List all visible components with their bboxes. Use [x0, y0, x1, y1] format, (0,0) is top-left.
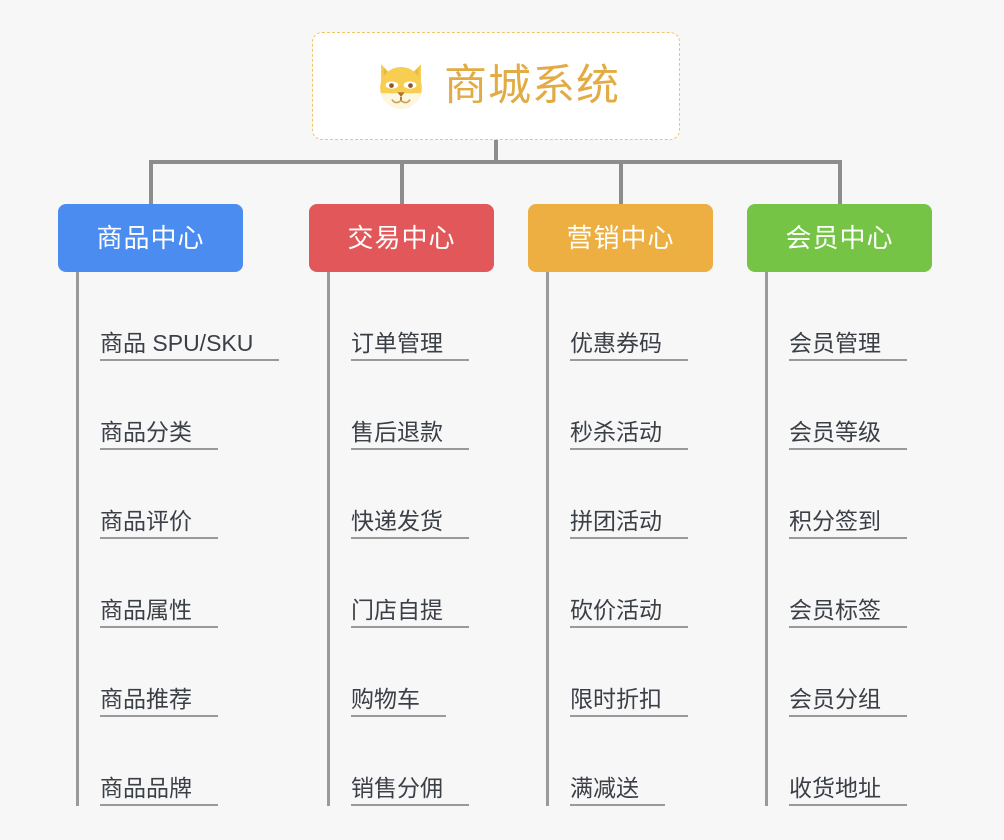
- leaf-item[interactable]: 会员分组: [765, 628, 1004, 717]
- leaf-label: 快递发货: [351, 509, 469, 539]
- category-label: 会员中心: [785, 223, 894, 253]
- leaf-label: 会员分组: [789, 687, 907, 717]
- leaf-label: 满减送: [570, 776, 665, 806]
- connector-drop-4: [838, 160, 842, 204]
- leaf-label: 商品品牌: [100, 776, 218, 806]
- leaf-label: 砍价活动: [570, 598, 688, 628]
- leaf-item[interactable]: 购物车: [327, 628, 587, 717]
- branch-column-transaction-center: 交易中心 订单管理 售后退款 快递发货 门店自提 购物车 销售分佣: [309, 204, 494, 806]
- leaf-item[interactable]: 商品品牌: [76, 717, 336, 806]
- leaf-label: 商品分类: [100, 420, 218, 450]
- connector-root-stem: [494, 140, 498, 164]
- leaf-label: 会员管理: [789, 331, 907, 361]
- leaf-item[interactable]: 会员等级: [765, 361, 1004, 450]
- leaf-item[interactable]: 满减送: [546, 717, 806, 806]
- leaf-item[interactable]: 限时折扣: [546, 628, 806, 717]
- leaf-list-transaction-center: 订单管理 售后退款 快递发货 门店自提 购物车 销售分佣: [327, 272, 587, 806]
- leaf-label: 购物车: [351, 687, 446, 717]
- leaf-label: 拼团活动: [570, 509, 688, 539]
- leaf-item[interactable]: 优惠券码: [546, 272, 806, 361]
- leaf-item[interactable]: 销售分佣: [327, 717, 587, 806]
- branch-column-member-center: 会员中心 会员管理 会员等级 积分签到 会员标签 会员分组 收货地址: [747, 204, 932, 806]
- leaf-item[interactable]: 商品 SPU/SKU: [76, 272, 336, 361]
- leaf-list-member-center: 会员管理 会员等级 积分签到 会员标签 会员分组 收货地址: [765, 272, 1004, 806]
- leaf-item[interactable]: 秒杀活动: [546, 361, 806, 450]
- leaf-label: 售后退款: [351, 420, 469, 450]
- leaf-label: 商品属性: [100, 598, 218, 628]
- connector-drop-1: [149, 160, 153, 204]
- connector-horizontal-bus: [149, 160, 842, 164]
- leaf-item[interactable]: 积分签到: [765, 450, 1004, 539]
- category-header-product-center[interactable]: 商品中心: [58, 204, 243, 272]
- leaf-label: 限时折扣: [570, 687, 688, 717]
- connector-drop-2: [400, 160, 404, 204]
- leaf-label: 秒杀活动: [570, 420, 688, 450]
- category-label: 营销中心: [566, 223, 675, 253]
- leaf-label: 会员标签: [789, 598, 907, 628]
- leaf-label: 门店自提: [351, 598, 469, 628]
- leaf-label: 商品推荐: [100, 687, 218, 717]
- branch-rail: [76, 272, 79, 806]
- leaf-label: 订单管理: [351, 331, 469, 361]
- leaf-label: 收货地址: [789, 776, 907, 806]
- leaf-item[interactable]: 门店自提: [327, 539, 587, 628]
- leaf-item[interactable]: 商品评价: [76, 450, 336, 539]
- branch-column-product-center: 商品中心 商品 SPU/SKU 商品分类 商品评价 商品属性 商品推荐 商品品牌: [58, 204, 280, 806]
- leaf-list-product-center: 商品 SPU/SKU 商品分类 商品评价 商品属性 商品推荐 商品品牌: [76, 272, 336, 806]
- leaf-item[interactable]: 商品属性: [76, 539, 336, 628]
- leaf-item[interactable]: 收货地址: [765, 717, 1004, 806]
- leaf-label: 优惠券码: [570, 331, 688, 361]
- shiba-dog-face-icon: [380, 64, 422, 109]
- category-header-marketing-center[interactable]: 营销中心: [528, 204, 713, 272]
- category-header-transaction-center[interactable]: 交易中心: [309, 204, 494, 272]
- leaf-item[interactable]: 会员管理: [765, 272, 1004, 361]
- leaf-item[interactable]: 会员标签: [765, 539, 1004, 628]
- root-node[interactable]: 商城系统: [312, 32, 680, 140]
- connector-drop-3: [619, 160, 623, 204]
- leaf-label: 会员等级: [789, 420, 907, 450]
- leaf-item[interactable]: 售后退款: [327, 361, 587, 450]
- category-label: 交易中心: [347, 223, 456, 253]
- leaf-item[interactable]: 订单管理: [327, 272, 587, 361]
- category-header-member-center[interactable]: 会员中心: [747, 204, 932, 272]
- branch-rail: [327, 272, 330, 806]
- branch-rail: [765, 272, 768, 806]
- category-label: 商品中心: [96, 223, 205, 253]
- leaf-item[interactable]: 快递发货: [327, 450, 587, 539]
- leaf-item[interactable]: 商品分类: [76, 361, 336, 450]
- leaf-item[interactable]: 拼团活动: [546, 450, 806, 539]
- leaf-label: 积分签到: [789, 509, 907, 539]
- leaf-item[interactable]: 商品推荐: [76, 628, 336, 717]
- branch-rail: [546, 272, 549, 806]
- leaf-item[interactable]: 砍价活动: [546, 539, 806, 628]
- root-title: 商城系统: [444, 61, 620, 110]
- leaf-label: 商品评价: [100, 509, 218, 539]
- leaf-label: 销售分佣: [351, 776, 469, 806]
- branch-column-marketing-center: 营销中心 优惠券码 秒杀活动 拼团活动 砍价活动 限时折扣 满减送: [528, 204, 713, 806]
- leaf-label: 商品 SPU/SKU: [100, 331, 280, 361]
- leaf-list-marketing-center: 优惠券码 秒杀活动 拼团活动 砍价活动 限时折扣 满减送: [546, 272, 806, 806]
